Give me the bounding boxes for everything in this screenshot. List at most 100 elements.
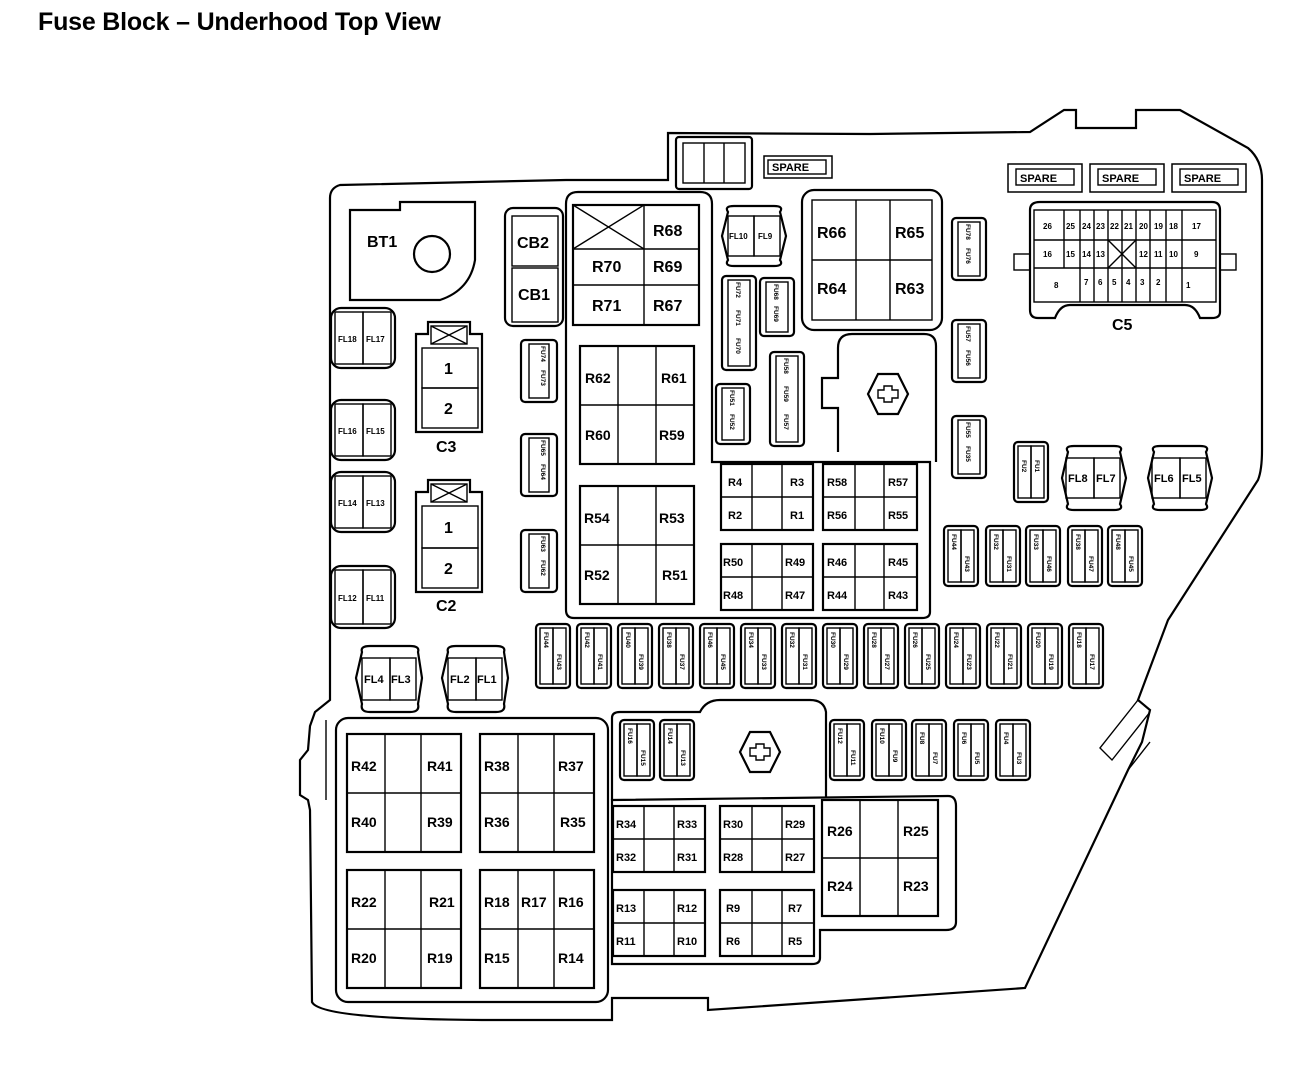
fuse-pair-r4[interactable]: FU38 FU47	[1066, 524, 1104, 588]
svg-text:FL3: FL3	[391, 674, 411, 686]
relay-module-r38-r35[interactable]: R38 R37 R36 R35	[478, 732, 596, 854]
relay-module-r4-r1[interactable]: R4 R3 R2 R1	[719, 462, 815, 532]
relay-module-r46-r43[interactable]: R46 R45 R44 R43	[821, 542, 919, 612]
fuse-pair-fu51-fu52[interactable]: FU51 FU52	[714, 382, 752, 446]
spare-slot-3[interactable]: SPARE	[1171, 163, 1247, 193]
fuse-pair-fu8-fu7[interactable]: FU8 FU7	[910, 718, 948, 782]
svg-text:R70: R70	[592, 259, 621, 276]
svg-text:FU63: FU63	[539, 536, 546, 552]
relay-module-r54-r51[interactable]: R54 R53 R52 R51	[578, 484, 696, 606]
fusible-link-fl4-fl3[interactable]: FL4 FL3	[354, 644, 424, 714]
svg-text:FU12: FU12	[836, 728, 843, 744]
relay-module-r50-r47[interactable]: R50 R49 R48 R47	[719, 542, 815, 612]
svg-text:19: 19	[1154, 222, 1163, 231]
relay-module-r22-r19[interactable]: R22 R21 R20 R19	[345, 868, 463, 990]
fuse-triple-fu72-fu70[interactable]: FU72 FU71 FU70	[720, 274, 758, 372]
fuse-triple-fu58-fu57[interactable]: FU58 FU59 FU57	[768, 350, 806, 448]
relay-module-r34-r31[interactable]: R34 R33 R32 R31	[611, 804, 707, 874]
svg-text:R39: R39	[427, 814, 453, 830]
fuse-pair-fu12-fu11[interactable]: FU12 FU11	[828, 718, 866, 782]
fuse-label: FU33	[760, 654, 767, 670]
fuse-label: FU32	[788, 632, 795, 648]
svg-text:FL4: FL4	[364, 674, 384, 686]
fuse-pair-r3[interactable]: FU33 FU46	[1024, 524, 1062, 588]
relay-module-r66-r63[interactable]: R66 R65 R64 R63	[800, 188, 944, 332]
fuse-pair-fu74-fu73[interactable]: FU74 FU73	[519, 338, 559, 404]
svg-text:16: 16	[1043, 250, 1052, 259]
svg-text:FU8: FU8	[918, 732, 925, 745]
connector-c2[interactable]: 1 2 C2	[414, 478, 484, 615]
fuse-pair-fu16-fu15[interactable]: FU16 FU15	[618, 718, 656, 782]
fuse-pair-fu78-fu76[interactable]: FU78 FU76	[950, 216, 988, 282]
relay-module-r62-r59[interactable]: R62 R61 R60 R59	[578, 344, 696, 466]
fuse-pair-fu63-fu62[interactable]: FU63 FU62	[519, 528, 559, 594]
svg-text:R7: R7	[788, 903, 802, 915]
spare-slots-top-right: SPARE SPARE SPARE	[1007, 163, 1247, 193]
svg-text:FU71: FU71	[734, 310, 741, 326]
relay-module-r58-r55[interactable]: R58 R57 R56 R55	[821, 462, 919, 532]
relay-module-r9-r5[interactable]: R9 R7 R6 R5	[718, 888, 816, 958]
fuse-pair-fu2-fu1[interactable]: FU2 FU1	[1012, 440, 1050, 504]
svg-text:R64: R64	[817, 281, 846, 298]
relay-module-r13-r10[interactable]: R13 R12 R11 R10	[611, 888, 707, 958]
spare-slot-2[interactable]: SPARE	[1089, 163, 1165, 193]
fuse-pair-r1[interactable]: FU44 FU43	[942, 524, 980, 588]
relay-module-r42-r39[interactable]: R42 R41 R40 R39	[345, 732, 463, 854]
relay-module-r68-r67[interactable]: R68 R70 R69 R71 R67	[571, 203, 701, 327]
fuse-pair-fu10-fu9[interactable]: FU10 FU9	[870, 718, 908, 782]
fuse-pair-fu55-fu35[interactable]: FU55 FU35	[950, 414, 988, 480]
relay-module-r26-r23[interactable]: R26 R25 R24 R23	[820, 798, 940, 918]
fuse-pair-fu6-fu5[interactable]: FU6 FU5	[952, 718, 990, 782]
fuse-pair-r2[interactable]: FU32 FU31	[984, 524, 1022, 588]
fuse-label: FU34	[747, 632, 754, 648]
fuse-pair-fu68-fu69[interactable]: FU68 FU69	[758, 276, 796, 338]
spare-slot-top[interactable]: SPARE	[763, 155, 833, 179]
svg-text:R5: R5	[788, 936, 802, 948]
fuse-pair-fu4-fu3[interactable]: FU4 FU3	[994, 718, 1032, 782]
fuse-pair-r5[interactable]: FU48 FU45	[1106, 524, 1144, 588]
fuse-pair-fu57-fu56[interactable]: FU57 FU56	[950, 318, 988, 384]
svg-text:5: 5	[1112, 278, 1117, 287]
fuse-pair-fu14-fu13[interactable]: FU14 FU13	[658, 718, 696, 782]
circuit-breakers[interactable]: CB2 CB1	[503, 206, 565, 328]
svg-text:R59: R59	[659, 427, 685, 443]
svg-text:FU38: FU38	[1074, 534, 1081, 550]
svg-text:FU1: FU1	[1033, 460, 1040, 473]
relay-module-r18-r14[interactable]: R18 R17 R16 R15 R14	[478, 868, 596, 990]
svg-text:R34: R34	[616, 819, 637, 831]
connector-c3[interactable]: 1 2 C3	[414, 320, 484, 456]
fuse-column-right: FU78 FU76 FU57 FU56 FU55 FU35	[950, 216, 988, 480]
svg-text:R47: R47	[785, 590, 805, 602]
relay-module-r30-r27[interactable]: R30 R29 R28 R27	[718, 804, 816, 874]
spare-slot-1[interactable]: SPARE	[1007, 163, 1083, 193]
svg-text:FU4: FU4	[1002, 732, 1009, 745]
svg-text:1: 1	[444, 520, 453, 537]
svg-text:4: 4	[1126, 278, 1131, 287]
svg-text:R57: R57	[888, 477, 908, 489]
svg-text:R2: R2	[728, 510, 742, 522]
fuse-pair-fu65-fu64[interactable]: FU65 FU64	[519, 432, 559, 498]
connector-c5[interactable]: 26 25 24 23 22 21 20 19 18 17 16 15 14 1…	[1013, 200, 1237, 334]
